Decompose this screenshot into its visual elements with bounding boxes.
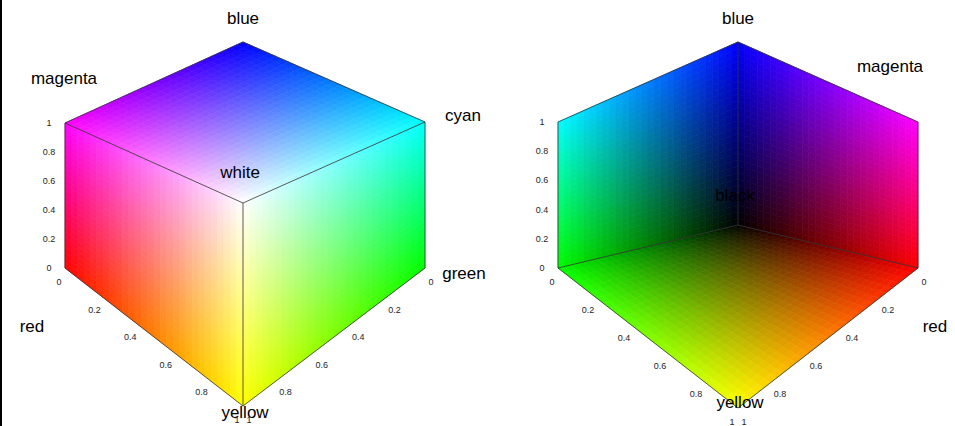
cube-faces: [65, 42, 918, 408]
